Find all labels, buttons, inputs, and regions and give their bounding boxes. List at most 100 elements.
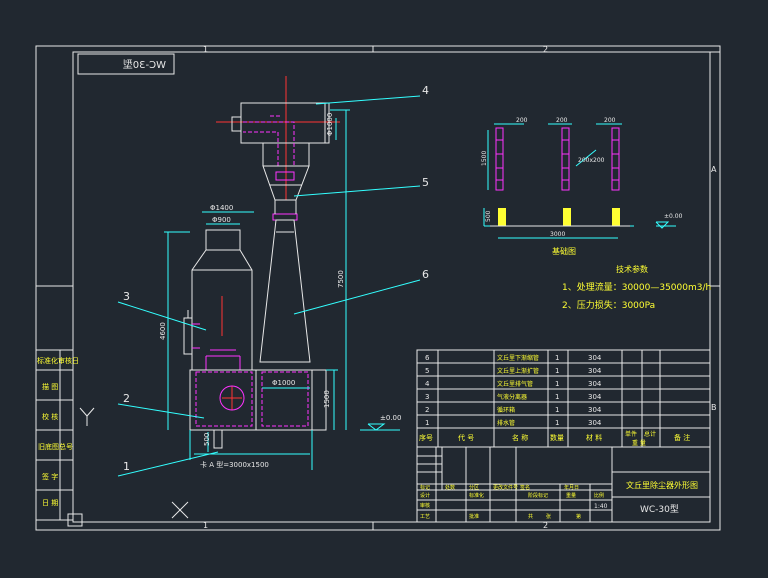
tb-design: 设计 — [420, 492, 430, 499]
bom-header-qty: 数量 — [550, 433, 564, 442]
bom-row-no: 4 — [425, 380, 430, 388]
dim-h4600: 4600 — [159, 322, 167, 340]
drawing-frame — [35, 45, 721, 531]
bom-row-qty: 1 — [555, 406, 559, 414]
origin-cross-icon — [171, 501, 189, 519]
bom-row: 5 文丘里上渐扩管 1 304 — [425, 367, 602, 375]
bom-header: 序号 代 号 名 称 数量 材 料 单件 总计 重 量 备 注 — [419, 430, 690, 447]
side-table-row-6: 日 期 — [42, 499, 58, 507]
bom-header-no: 序号 — [419, 433, 433, 442]
dim-base: 卡 A 型=3000x1500 — [200, 460, 269, 469]
tb-page: 张 — [546, 513, 551, 520]
dim-h1500: 1500 — [323, 390, 331, 408]
dim-phi1400: Φ1400 — [210, 204, 233, 212]
tb-of: 第 — [576, 513, 581, 520]
dim-phi1000-top: Φ1000 — [326, 113, 334, 136]
title-block-labels: 标记 处数 分区 更改文件号 签名 年月日 设计 标准化 阶段标记 重量 比例 … — [420, 484, 604, 520]
grid-label-right-b: B — [711, 403, 717, 412]
bom-header-name: 名 称 — [512, 433, 528, 442]
bom-row: 4 文丘里排气管 1 304 — [425, 380, 602, 388]
grid-label-bottom-2: 2 — [543, 521, 548, 530]
bom-header-material: 材 料 — [586, 433, 602, 442]
bom-row-material: 304 — [588, 380, 602, 388]
tech-params: 技术参数 1、处理流量：30000—35000m3/h 2、压力损失：3000P… — [562, 264, 711, 311]
dim-d500: 500 — [203, 433, 211, 446]
bom-row: 6 文丘里下渐缩管 1 304 — [425, 354, 602, 362]
bom-header-single: 单件 — [625, 430, 637, 438]
bom-row: 1 排水管 1 304 — [425, 419, 602, 427]
bom-row-no: 5 — [425, 367, 429, 375]
found-zero: ±0.00 — [664, 213, 683, 220]
bom-header-total: 总计 — [644, 430, 656, 438]
dim-phi900: Φ900 — [212, 216, 231, 224]
title-block — [416, 446, 711, 523]
foundation-labels: 200 200 200 200x200 1500 500 3000 ±0.00 — [481, 117, 683, 238]
tech-line-2: 2、压力损失：3000Pa — [562, 299, 655, 311]
tb-craft: 工艺 — [420, 514, 430, 520]
grid-label-top-1: 1 — [203, 45, 208, 54]
tb-date: 年月日 — [564, 484, 579, 491]
tb-scale: 比例 — [594, 492, 604, 499]
bom-header-remark: 备 注 — [674, 433, 690, 442]
dimension-labels: Φ1400 Φ900 Φ1000 卡 A 型=3000x1500 ±0.00 Φ… — [159, 113, 401, 469]
bom-row-name: 气液分离器 — [497, 393, 527, 401]
bom-row-no: 6 — [425, 354, 430, 362]
tb-count: 处数 — [445, 484, 455, 491]
foundation-section — [483, 123, 676, 239]
grid-label-bottom-1: 1 — [203, 521, 208, 530]
bom-row-qty: 1 — [555, 380, 559, 388]
found-dim200x200: 200x200 — [578, 157, 605, 164]
tb-approve: 批准 — [469, 513, 479, 520]
found-dim200-a: 200 — [516, 117, 528, 124]
side-table-row-2: 描 图 — [42, 382, 58, 391]
bom-row-material: 304 — [588, 354, 602, 362]
dim-zero: ±0.00 — [380, 414, 401, 422]
grid-label-right-a: A — [711, 165, 717, 174]
part-callouts: 4 5 6 3 2 1 — [123, 84, 429, 473]
found-dim3000: 3000 — [550, 231, 565, 238]
bom-row-name: 文丘里下渐缩管 — [497, 354, 539, 362]
bom-row-no: 3 — [425, 393, 429, 401]
bom-row-material: 304 — [588, 393, 602, 401]
bom-row-name: 文丘里排气管 — [497, 380, 533, 388]
grid-label-top-2: 2 — [543, 45, 548, 54]
grid-labels: 1 2 1 2 A B — [203, 45, 717, 530]
side-table-row-5: 签 字 — [42, 472, 58, 481]
callout-1: 1 — [123, 460, 130, 473]
bom-row-material: 304 — [588, 406, 602, 414]
bom-row-name: 文丘里上渐扩管 — [497, 367, 539, 375]
dim-phi1000-mid: Φ1000 — [272, 379, 295, 387]
found-dim1500: 1500 — [481, 151, 488, 166]
tb-stage: 阶段标记 — [528, 492, 548, 499]
bom-row-name: 排水管 — [497, 419, 515, 427]
bom-rows: 6 文丘里下渐缩管 1 304 5 文丘里上渐扩管 1 304 4 文丘里排气管… — [419, 354, 690, 447]
tech-line-1: 1、处理流量：30000—35000m3/h — [562, 281, 711, 293]
ucs-icon — [79, 407, 95, 426]
found-dim500: 500 — [485, 210, 492, 222]
side-table-row-3: 校 核 — [42, 412, 58, 421]
bom-row-qty: 1 — [555, 354, 559, 362]
tb-change: 更改文件号 — [493, 484, 518, 491]
found-dim200-b: 200 — [556, 117, 568, 124]
callout-6: 6 — [422, 268, 429, 281]
bom-row-no: 1 — [425, 419, 429, 427]
tech-title: 技术参数 — [616, 264, 648, 274]
bom-row-no: 2 — [425, 406, 429, 414]
drawing-number: WC-30型 — [640, 504, 679, 515]
callout-3: 3 — [123, 290, 130, 303]
tb-review: 审核 — [420, 502, 430, 509]
bom-row: 3 气液分离器 1 304 — [425, 393, 602, 401]
tb-sheet: 共 — [528, 513, 533, 520]
callout-5: 5 — [422, 176, 429, 189]
bom-header-weight: 重 量 — [632, 439, 646, 447]
bom-table — [416, 349, 711, 448]
bom-row-qty: 1 — [555, 393, 559, 401]
tb-std: 标准化 — [469, 492, 484, 499]
tb-scale-value: 1:40 — [594, 503, 608, 510]
bom-header-code: 代 号 — [458, 433, 474, 442]
bom-row-material: 304 — [588, 367, 602, 375]
side-table-row-4: 旧底图总号 — [38, 442, 73, 451]
bom-row: 2 循环箱 1 304 — [425, 406, 602, 414]
